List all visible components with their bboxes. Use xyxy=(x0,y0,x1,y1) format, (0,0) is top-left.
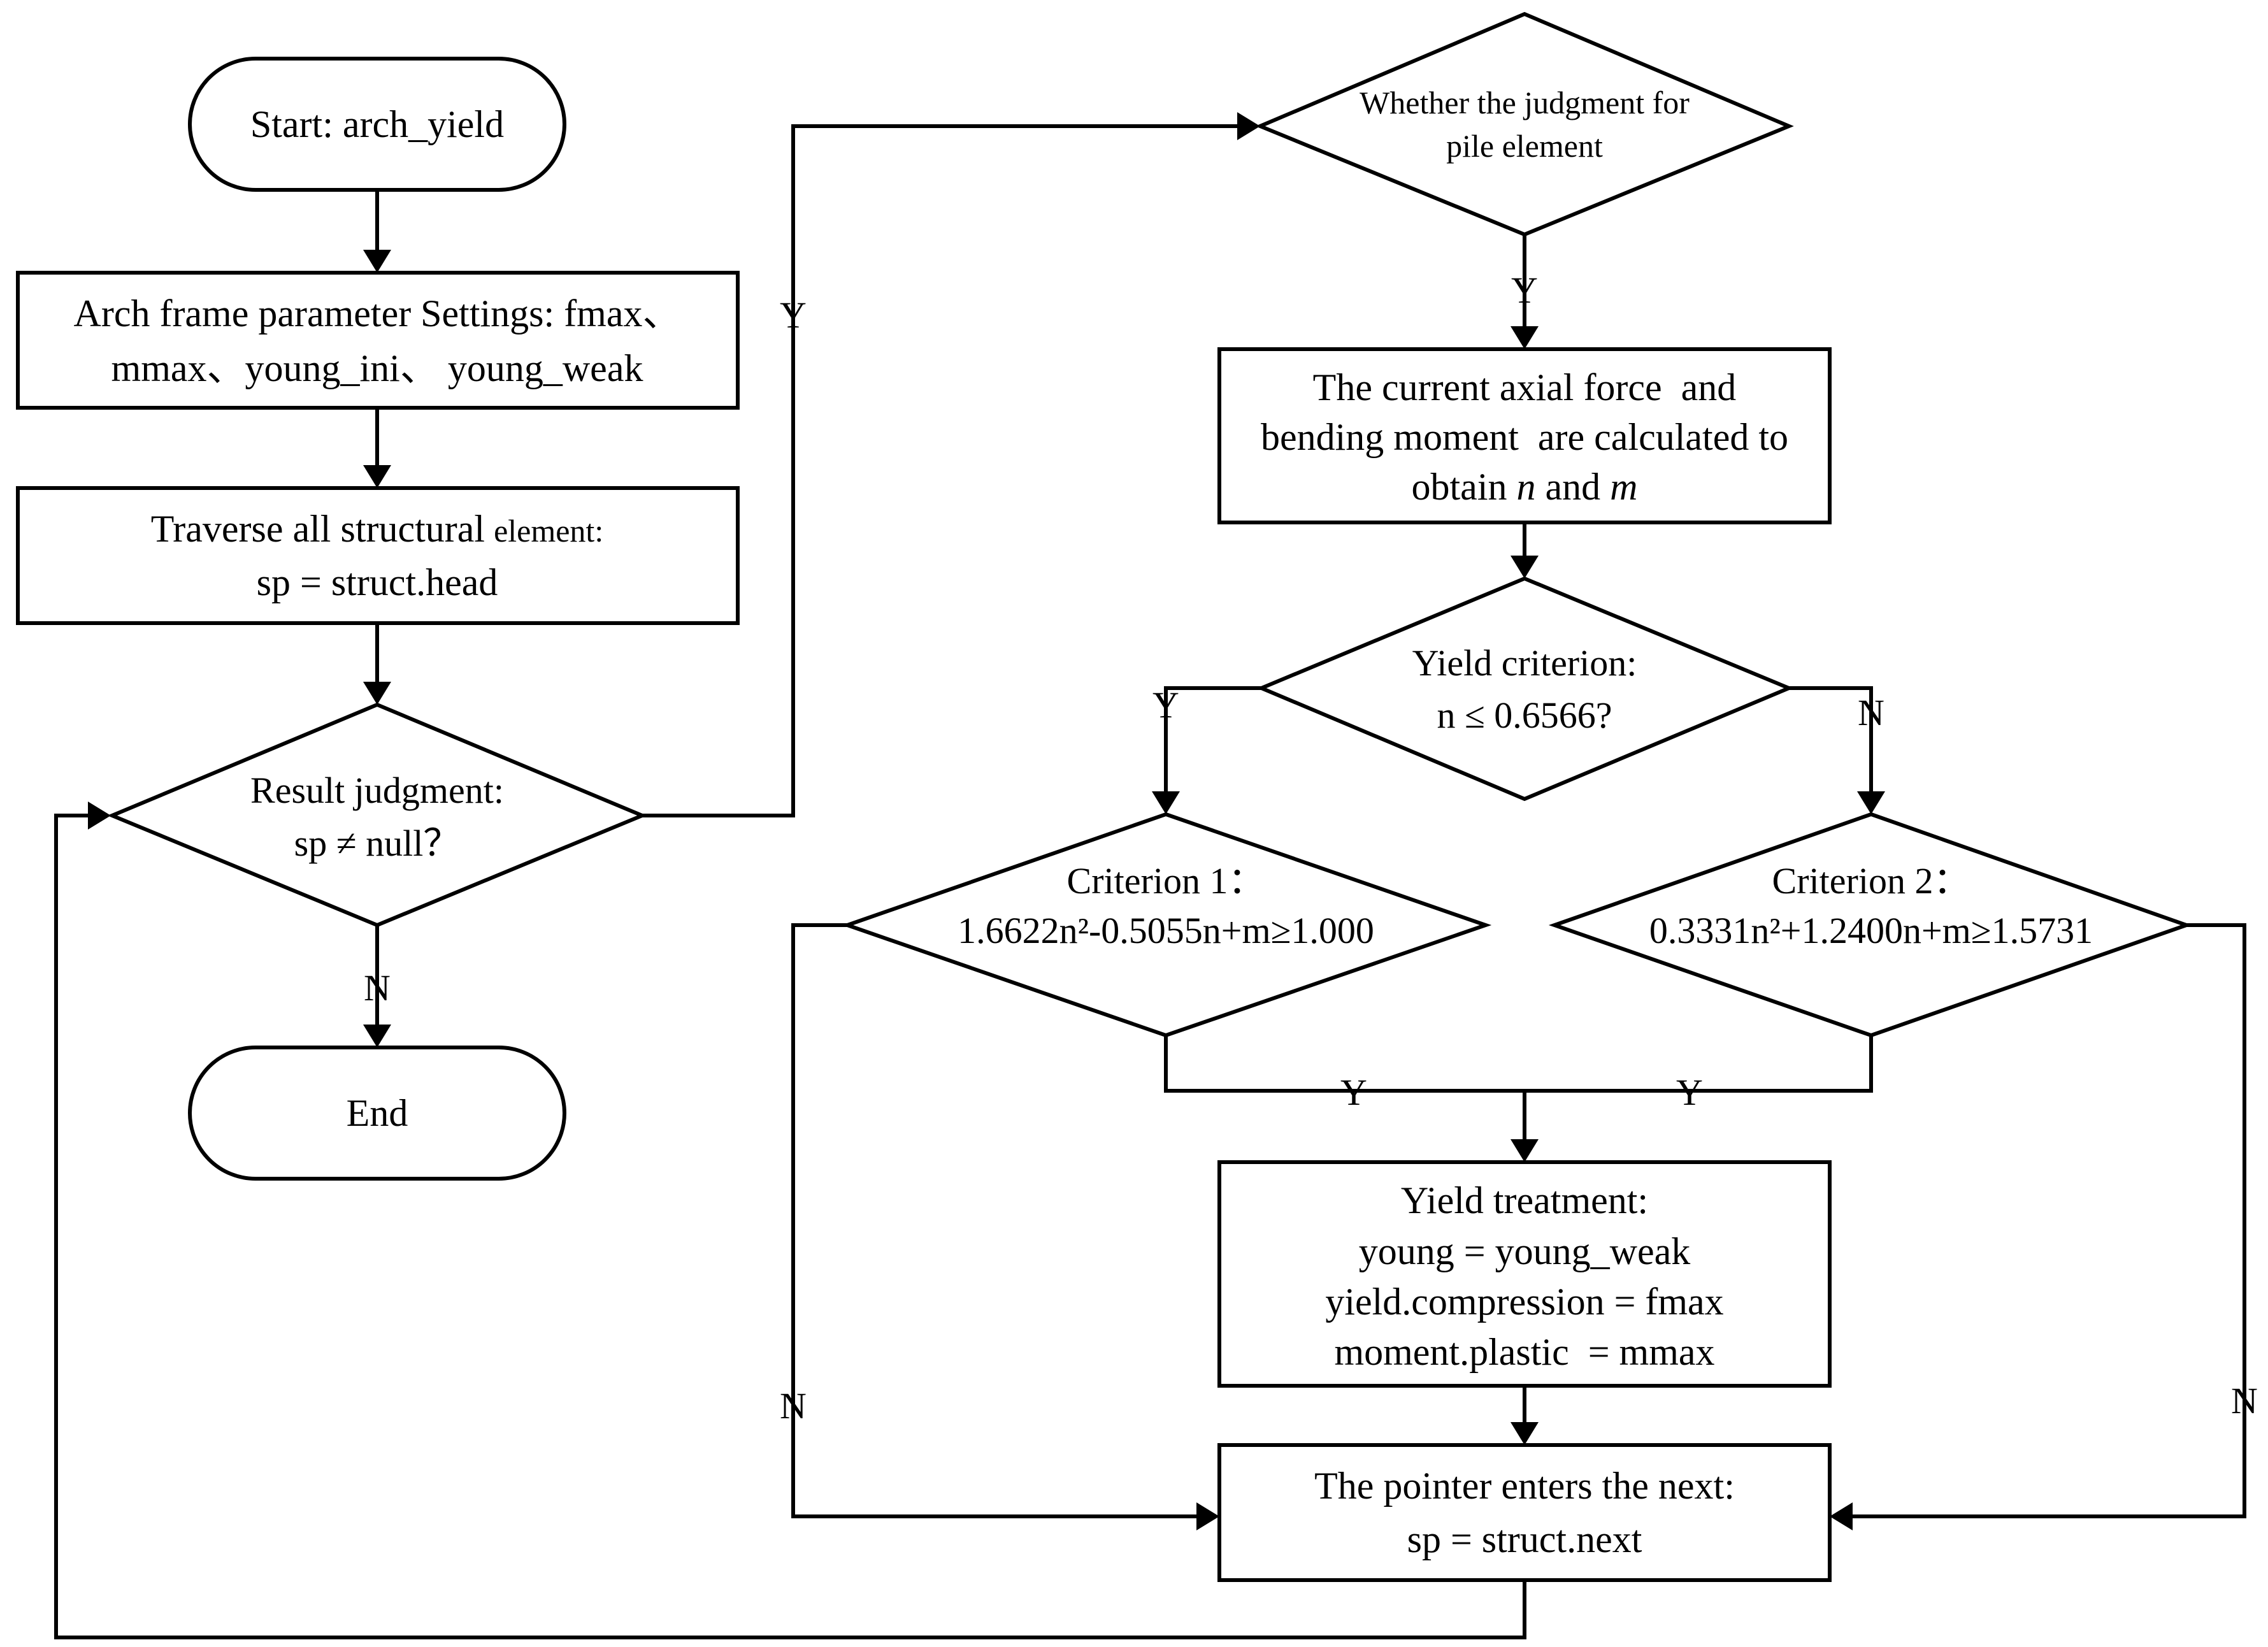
treatment-label-line4: moment.plastic = mmax xyxy=(1334,1331,1714,1373)
arrowhead-icon xyxy=(363,250,391,273)
crit1-label-line1: Criterion 1： xyxy=(1067,860,1265,902)
yield-label-line1: Yield criterion: xyxy=(1412,642,1637,684)
edge-result-pile xyxy=(642,124,1237,817)
result-label-line1: Result judgment: xyxy=(250,770,504,811)
arrowhead-icon xyxy=(363,1025,391,1047)
arrowhead-icon xyxy=(88,802,111,830)
edge-yield-crit2 xyxy=(1789,686,1873,791)
edge-crit2-next xyxy=(1853,923,2246,1518)
yield-decision: Yield criterion: n ≤ 0.6566? xyxy=(1256,576,1794,802)
arrowhead-icon xyxy=(1511,1139,1539,1162)
arrowhead-icon xyxy=(1152,791,1180,814)
pile-decision: Whether the judgment for pile element xyxy=(1255,11,1794,237)
arrowhead-icon xyxy=(1857,791,1885,814)
label-yield-no: N xyxy=(1858,692,1884,733)
calc-obtain-text: obtain xyxy=(1412,466,1517,508)
start-label: Start: arch_yield xyxy=(250,103,504,145)
calc-and-text: and xyxy=(1536,466,1611,508)
arrowhead-icon xyxy=(1511,556,1539,579)
traverse-label-main: Traverse all structural xyxy=(151,508,485,550)
yield-label-line2: n ≤ 0.6566? xyxy=(1437,694,1612,736)
calc-label-line2: bending moment are calculated to xyxy=(1261,416,1788,458)
label-crit2-no: N xyxy=(2231,1380,2258,1421)
traverse-label-small: element: xyxy=(494,513,603,549)
pile-label-line2: pile element xyxy=(1446,128,1603,164)
arrowhead-icon xyxy=(1830,1502,1853,1530)
arrowhead-icon xyxy=(1511,1422,1539,1445)
treatment-node: Yield treatment: young = young_weak yiel… xyxy=(1217,1160,1832,1388)
calc-label-line1: The current axial force and xyxy=(1313,366,1737,408)
crit2-decision: Criterion 2： 0.3331n²+1.2400n+m≥1.5731 xyxy=(1548,812,2193,1038)
arrowhead-icon xyxy=(1511,326,1539,349)
result-label-line2: sp ≠ null？ xyxy=(294,823,461,864)
params-label-line1: Arch frame parameter Settings: fmax、 xyxy=(74,292,681,334)
crit1-label-line2: 1.6622n²-0.5055n+m≥1.000 xyxy=(958,910,1374,951)
edge-yield-crit1 xyxy=(1164,686,1261,791)
pile-label-line1: Whether the judgment for xyxy=(1360,85,1690,120)
calc-n-var: n xyxy=(1517,466,1536,508)
label-crit1-no: N xyxy=(780,1385,807,1427)
calc-label-line3: obtain n and m xyxy=(1412,466,1638,508)
arrowhead-icon xyxy=(1196,1502,1219,1530)
edge-crit1-next xyxy=(791,923,1196,1518)
end-label: End xyxy=(347,1092,408,1134)
params-node: Arch frame parameter Settings: fmax、 mma… xyxy=(16,271,740,410)
result-decision: Result judgment: sp ≠ null？ xyxy=(107,702,647,928)
connectors xyxy=(54,112,2246,1639)
next-label-line2: sp = struct.next xyxy=(1407,1518,1642,1560)
treatment-label-line3: yield.compression = fmax xyxy=(1325,1281,1723,1323)
crit2-label-line1: Criterion 2： xyxy=(1772,860,1970,902)
traverse-label-line2: sp = struct.head xyxy=(257,561,498,603)
edge-crit1-treatment xyxy=(1164,1035,1873,1093)
end-node: End xyxy=(188,1046,566,1181)
branch-labels: Y N Y Y N Y Y N N xyxy=(364,270,2258,1427)
label-yield-yes: Y xyxy=(1152,684,1179,726)
calc-m-var: m xyxy=(1610,466,1637,508)
edge-next-loop xyxy=(54,814,1526,1639)
label-crit1-yes: Y xyxy=(1340,1072,1367,1113)
label-result-yes: Y xyxy=(780,294,807,336)
start-node: Start: arch_yield xyxy=(188,57,566,192)
arrowhead-icon xyxy=(363,682,391,705)
next-label-line1: The pointer enters the next: xyxy=(1314,1465,1735,1507)
next-node: The pointer enters the next: sp = struct… xyxy=(1217,1443,1832,1582)
label-result-no: N xyxy=(364,967,391,1009)
label-crit2-yes: Y xyxy=(1676,1072,1703,1113)
treatment-label-line1: Yield treatment: xyxy=(1401,1179,1648,1221)
label-pile-yes: Y xyxy=(1511,270,1538,311)
crit2-label-line2: 0.3331n²+1.2400n+m≥1.5731 xyxy=(1649,910,2093,951)
crit1-decision: Criterion 1： 1.6622n²-0.5055n+m≥1.000 xyxy=(841,812,1492,1038)
calc-node: The current axial force and bending mome… xyxy=(1217,347,1832,524)
arrowhead-icon xyxy=(1237,112,1260,140)
params-label-line2: mmax、young_ini、 young_weak xyxy=(111,347,643,389)
arrowhead-icon xyxy=(363,465,391,488)
treatment-label-line2: young = young_weak xyxy=(1359,1230,1690,1272)
